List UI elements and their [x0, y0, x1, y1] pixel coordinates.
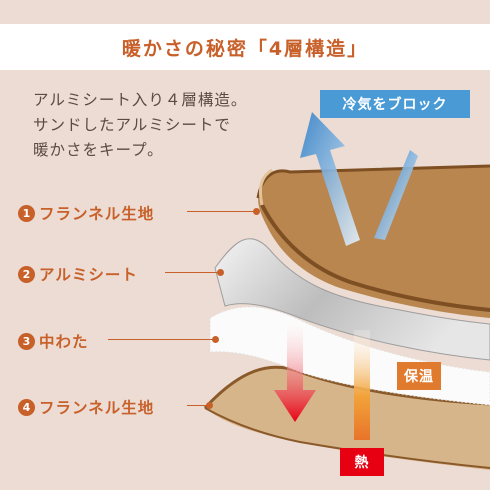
layer-label-3: 3 中わた	[18, 330, 89, 352]
layer-number: 1	[18, 204, 35, 222]
warmth-label: 保温	[404, 369, 434, 385]
page-title: 暖かさの秘密「4層構造」	[121, 37, 369, 60]
layer-name: 中わた	[39, 333, 89, 351]
title-banner: 暖かさの秘密「4層構造」	[0, 24, 490, 70]
intro-line: アルミシート入り４層構造。	[33, 91, 248, 109]
intro-text: アルミシート入り４層構造。 サンドしたアルミシートで 暖かさをキープ。	[33, 88, 247, 163]
top-flannel-layer	[256, 164, 490, 318]
aluminum-layer	[214, 238, 490, 361]
heat-tag: 熱	[340, 448, 384, 476]
leader-line	[187, 211, 255, 212]
layer-label-1: 1 フランネル生地	[18, 202, 154, 224]
layer-name: アルミシート	[39, 266, 138, 284]
layer-number: 3	[18, 332, 35, 350]
layer-name: フランネル生地	[39, 399, 155, 417]
layer-number: 2	[18, 265, 35, 283]
intro-line: サンドしたアルミシートで	[33, 116, 231, 134]
heat-label: 熱	[354, 455, 370, 471]
leader-dot	[253, 208, 260, 215]
leader-line	[165, 272, 220, 273]
leader-line	[108, 339, 214, 340]
leader-line	[187, 405, 209, 406]
layer-name: フランネル生地	[39, 205, 155, 223]
leader-dot	[217, 269, 224, 276]
leader-dot	[206, 402, 213, 409]
layer-label-4: 4 フランネル生地	[18, 396, 154, 418]
cold-arrows	[300, 112, 418, 246]
layer-number: 4	[18, 398, 35, 416]
cold-block-tag: 冷気をブロック	[320, 90, 470, 118]
layer-label-2: 2 アルミシート	[18, 263, 138, 285]
cold-block-label: 冷気をブロック	[342, 97, 448, 113]
heat-arrows	[274, 322, 370, 440]
leader-dot	[212, 336, 219, 343]
warmth-tag: 保温	[397, 362, 441, 390]
intro-line: 暖かさをキープ。	[33, 141, 164, 159]
